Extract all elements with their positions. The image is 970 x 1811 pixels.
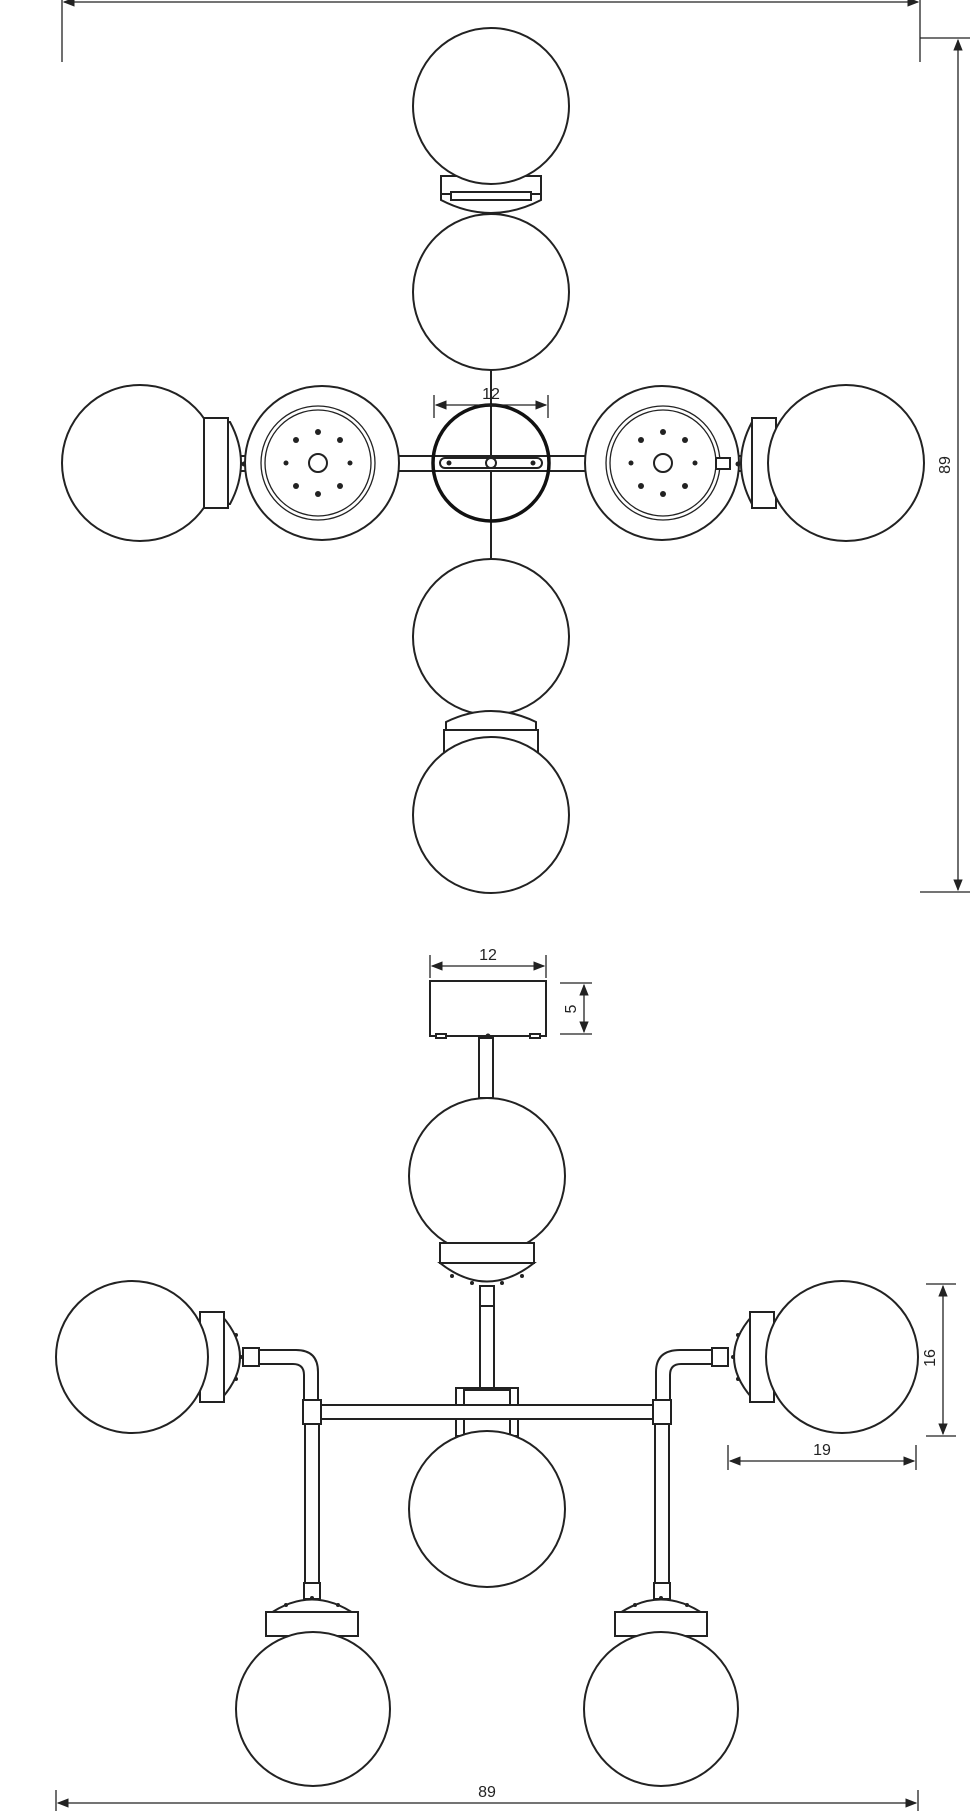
shade-height-dimension: 16: [922, 1283, 956, 1437]
globe: [765, 1280, 919, 1434]
left-upper-globe-assembly: [55, 1280, 322, 1434]
globe: [412, 213, 570, 371]
dimension-label: 16: [922, 1349, 939, 1367]
overall-width-dimension: 89: [55, 1784, 919, 1811]
right-lower-globe-assembly: [583, 1423, 739, 1787]
globe: [412, 558, 570, 716]
canopy-width-dimension: 12: [429, 947, 547, 978]
shade-width-dimension: 19: [727, 1442, 917, 1470]
dimension-label: 89: [937, 456, 954, 474]
top-globe-assembly: [412, 27, 570, 371]
dimension-label: 5: [563, 1004, 580, 1013]
globe: [61, 384, 219, 542]
canopy-height-dimension: 5: [560, 982, 592, 1035]
globe: [583, 1631, 739, 1787]
bottom-globe-assembly: [412, 558, 570, 894]
central-stem-hub: [455, 1305, 519, 1437]
globe: [55, 1280, 209, 1434]
top-view-width-dimension: [61, 0, 921, 62]
upper-center-globe-assembly: [408, 1097, 566, 1309]
dimension-label: 12: [479, 947, 497, 964]
globe: [408, 1097, 566, 1255]
left-globe-assembly: [61, 384, 400, 542]
dimension-label: 89: [478, 1784, 496, 1801]
globe: [412, 736, 570, 894]
globe: [408, 1430, 566, 1588]
right-globe-assembly: [584, 384, 925, 542]
side-view: 12 5: [55, 947, 956, 1811]
dimension-label: 19: [813, 1442, 831, 1459]
top-view-height-dimension: 89: [920, 37, 970, 893]
globe: [412, 27, 570, 185]
left-lower-globe-assembly: [235, 1423, 391, 1787]
dimension-label: 12: [482, 386, 500, 403]
globe: [767, 384, 925, 542]
right-upper-globe-assembly: [652, 1280, 919, 1434]
horizontal-bar-side-view: [314, 1404, 661, 1420]
center-width-dimension: 12: [433, 386, 549, 418]
globe: [235, 1631, 391, 1787]
canopy-side-view: [429, 980, 547, 1099]
top-view: 12 89: [61, 0, 970, 894]
